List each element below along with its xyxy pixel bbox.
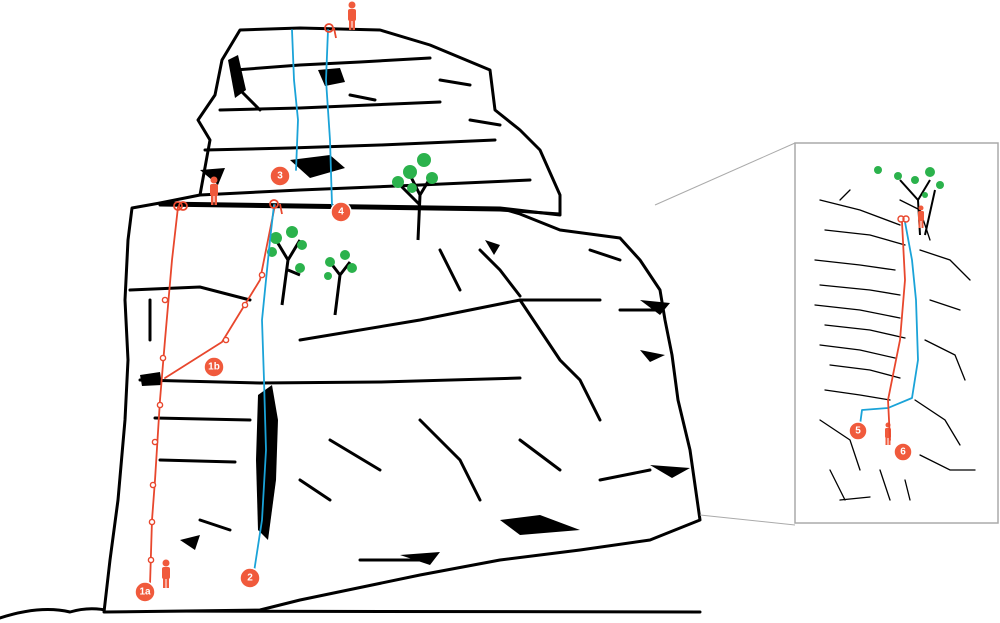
route-5-line bbox=[859, 221, 919, 426]
tree-icon bbox=[267, 226, 307, 306]
route-marker-2[interactable]: 2 bbox=[239, 567, 261, 589]
marker-label: 2 bbox=[247, 573, 253, 584]
marker-label: 1b bbox=[208, 362, 220, 373]
person-icon bbox=[348, 1, 356, 30]
marker-label: 6 bbox=[900, 447, 906, 458]
rock-holes bbox=[140, 55, 690, 565]
inset-detail-view: 5 6 bbox=[794, 142, 999, 524]
route-2-line bbox=[251, 204, 275, 586]
route-marker-3[interactable]: 3 bbox=[269, 165, 291, 187]
rock-main-block bbox=[102, 201, 702, 614]
route-marker-4[interactable]: 4 bbox=[330, 201, 352, 223]
route-bolts bbox=[147, 271, 266, 564]
marker-label: 5 bbox=[855, 426, 861, 437]
route-marker-5[interactable]: 5 bbox=[848, 421, 868, 441]
route-marker-6[interactable]: 6 bbox=[893, 442, 913, 462]
route-marker-1b[interactable]: 1b bbox=[203, 356, 225, 378]
marker-label: 4 bbox=[338, 207, 344, 218]
route-3-line bbox=[291, 29, 299, 171]
rock-cracks bbox=[128, 56, 662, 562]
route-1b-line bbox=[164, 204, 276, 379]
person-icon bbox=[210, 176, 218, 205]
marker-label: 3 bbox=[277, 171, 283, 182]
tree-icon bbox=[392, 153, 438, 241]
marker-label: 1a bbox=[139, 587, 151, 598]
person-icon bbox=[918, 205, 924, 228]
tree-icon bbox=[324, 250, 357, 316]
anchor-icon bbox=[269, 199, 283, 215]
anchor-icon bbox=[173, 201, 188, 211]
route-6-line bbox=[887, 221, 906, 441]
person-icon bbox=[162, 559, 170, 588]
route-marker-1a[interactable]: 1a bbox=[134, 581, 156, 603]
inset-connector bbox=[654, 142, 796, 526]
route-4-line bbox=[325, 29, 333, 206]
anchor-icon bbox=[897, 215, 910, 223]
tree-icon bbox=[874, 166, 944, 236]
anchor-icon bbox=[324, 23, 337, 39]
ground-line bbox=[0, 607, 702, 620]
